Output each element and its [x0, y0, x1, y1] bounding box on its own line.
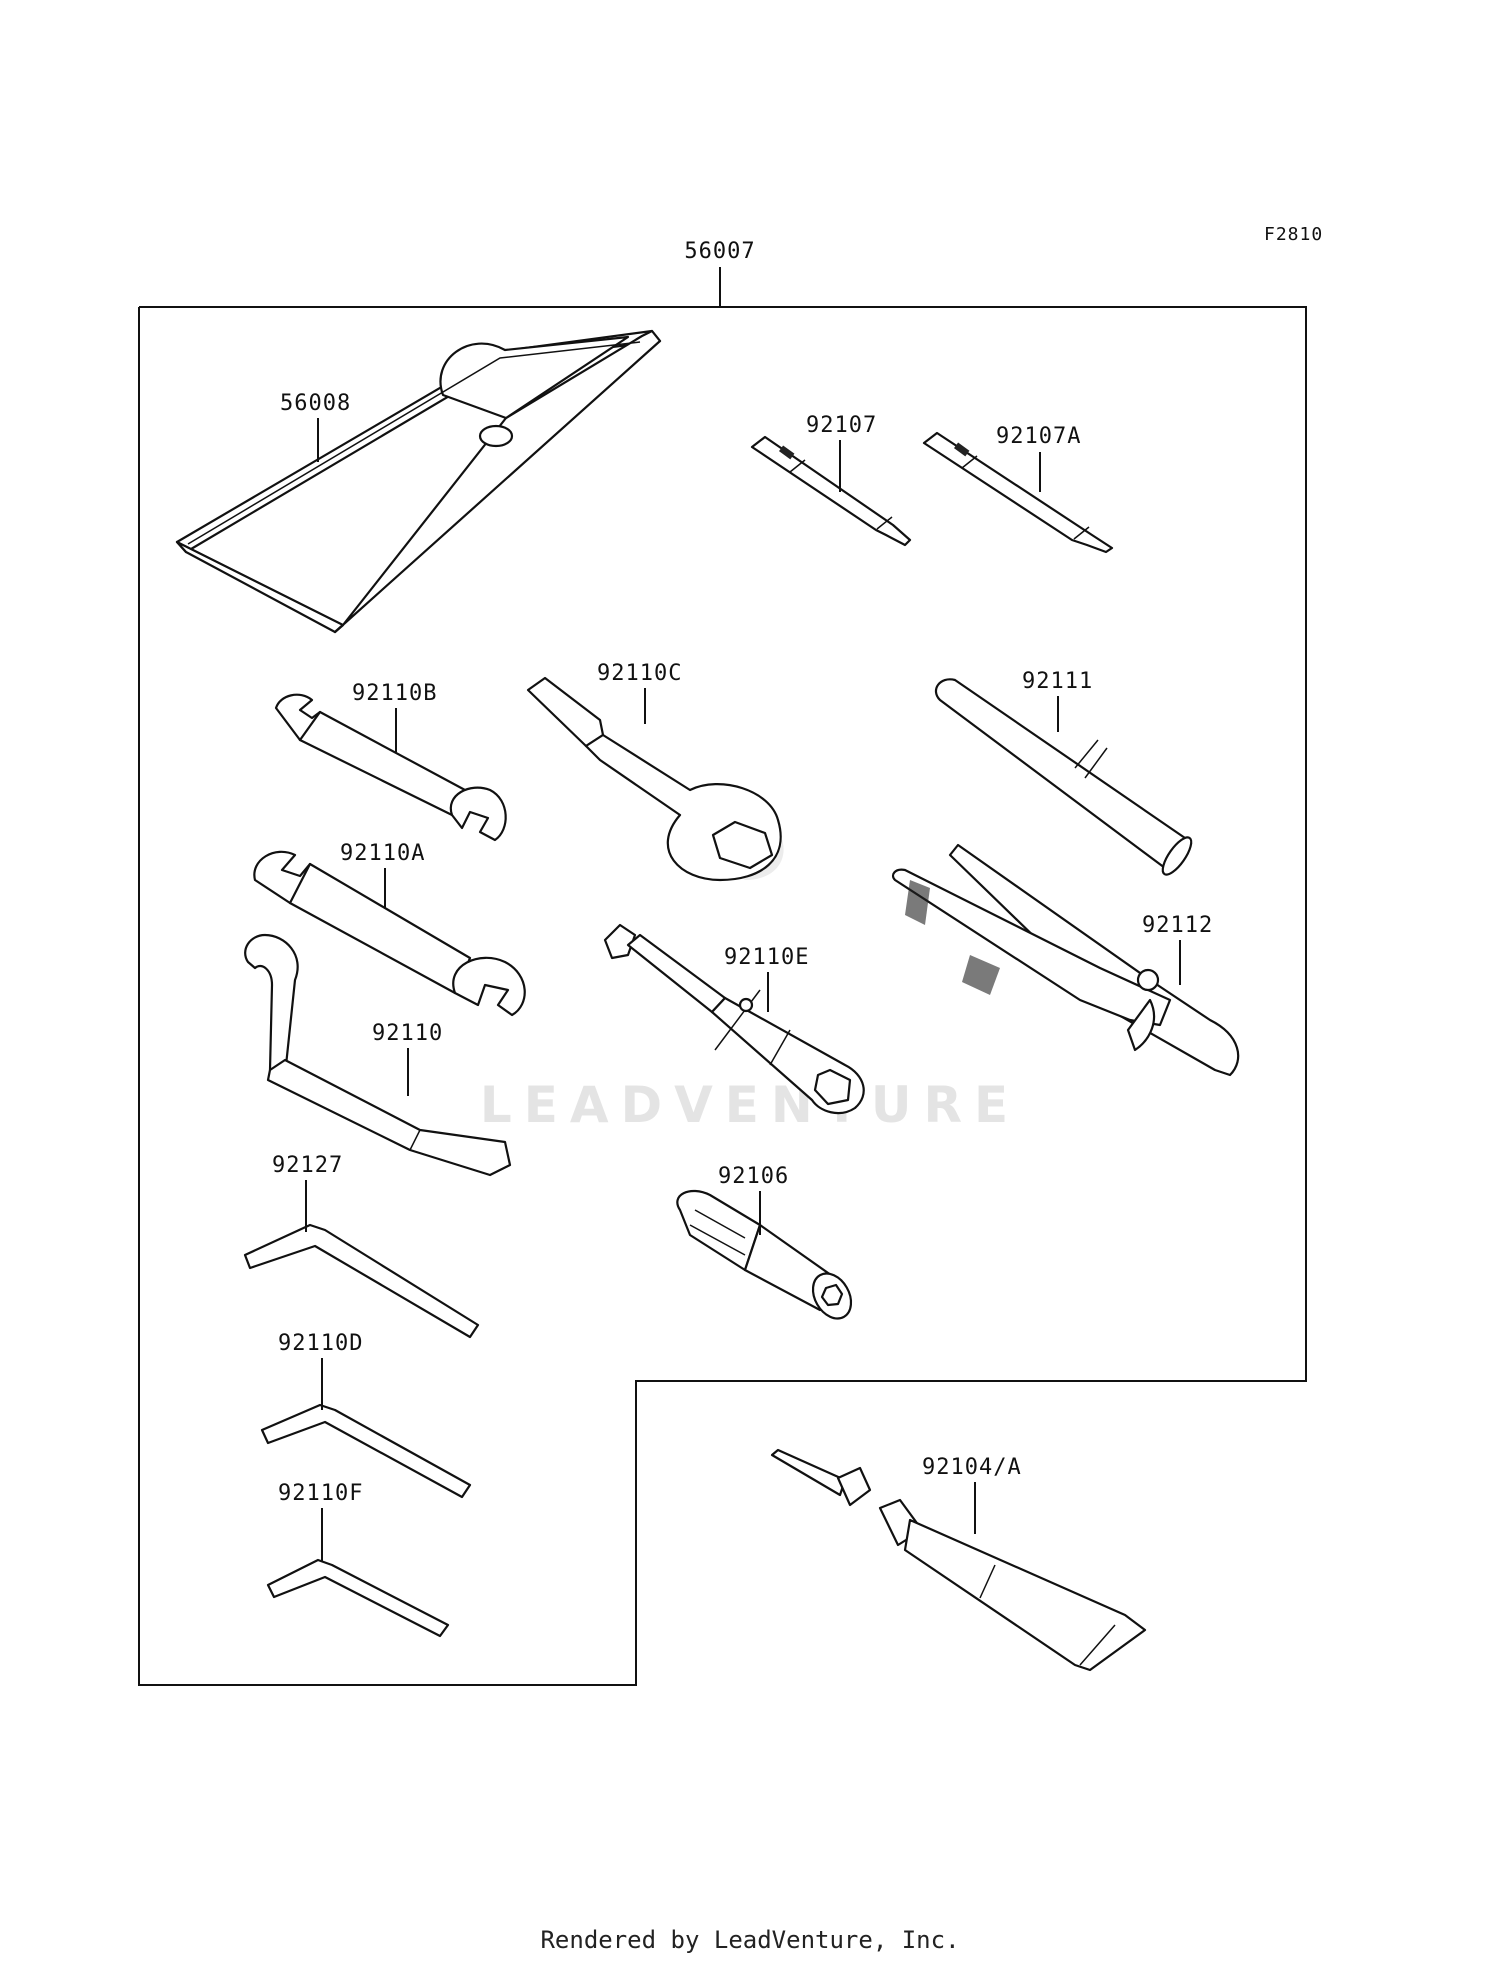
label-92112[interactable]: 92112 — [1142, 913, 1213, 938]
label-92110F[interactable]: 92110F — [278, 1481, 363, 1506]
pliers-92112 — [891, 843, 1240, 1077]
handle-tube-92111 — [934, 678, 1193, 876]
label-92127[interactable]: 92127 — [272, 1153, 343, 1178]
figure-code: F2810 — [1264, 224, 1323, 245]
label-92110E[interactable]: 92110E — [724, 945, 809, 970]
footer-credit: Rendered by LeadVenture, Inc. — [540, 1926, 959, 1954]
wrench-92110b — [274, 693, 507, 842]
label-56008[interactable]: 56008 — [280, 391, 351, 416]
wrench-92110a — [253, 850, 526, 1017]
label-92104-A[interactable]: 92104/A — [922, 1455, 1022, 1480]
label-56007[interactable]: 56007 — [684, 239, 755, 264]
socket-92110e — [603, 923, 865, 1115]
label-92110D[interactable]: 92110D — [278, 1331, 363, 1356]
label-92110C[interactable]: 92110C — [597, 661, 682, 686]
label-92106[interactable]: 92106 — [718, 1164, 789, 1189]
hex-key-92127 — [243, 1223, 480, 1339]
label-92110[interactable]: 92110 — [372, 1021, 443, 1046]
hook-spanner-92110 — [244, 933, 512, 1177]
tool-pouch-56008 — [175, 329, 662, 634]
valve-tool-tube-92104a — [770, 1448, 1147, 1672]
label-92110B[interactable]: 92110B — [352, 681, 437, 706]
screwdriver-bit-92107a — [922, 431, 1114, 554]
screwdriver-bit-92107 — [750, 435, 912, 547]
label-92111[interactable]: 92111 — [1022, 669, 1093, 694]
label-92110A[interactable]: 92110A — [340, 841, 425, 866]
hex-key-92110f — [266, 1558, 450, 1638]
box-wrench-92110c — [526, 676, 782, 882]
label-92107A[interactable]: 92107A — [996, 424, 1081, 449]
watermark-text: LEADVENTURE — [480, 1076, 1020, 1134]
socket-92106 — [676, 1189, 853, 1320]
kit-outline — [138, 306, 1307, 1686]
label-92107[interactable]: 92107 — [806, 413, 877, 438]
